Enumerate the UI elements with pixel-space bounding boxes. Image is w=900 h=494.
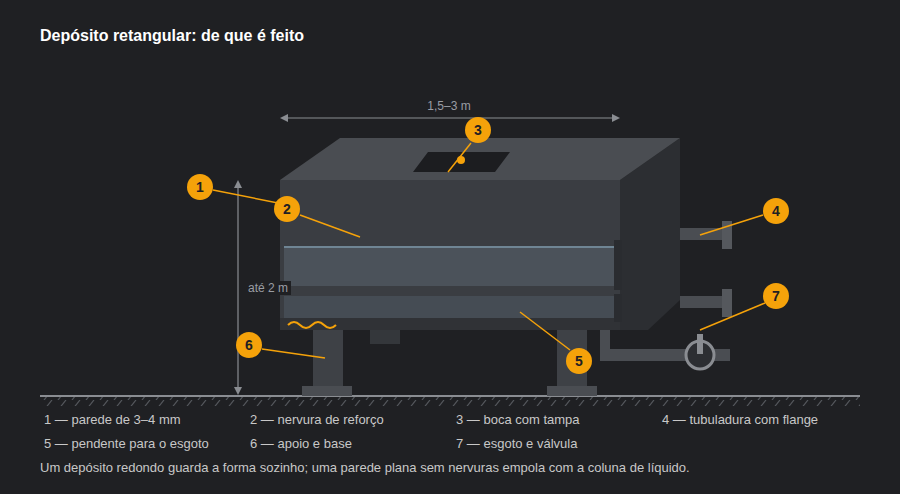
legend-line: 3 — boca com tampa — [456, 412, 580, 427]
callout-number: 4 — [763, 198, 789, 224]
callout-number: 3 — [465, 117, 491, 143]
caption: Um depósito redondo guarda a forma sozin… — [40, 460, 690, 475]
legend-line: 1 — parede de 3–4 mm — [44, 412, 181, 427]
callout-number: 1 — [187, 174, 213, 200]
title: Depósito retangular: de que é feito — [40, 27, 304, 45]
legend-line: 4 — tubuladura com flange — [662, 412, 818, 427]
dimension-label: 1,5–3 m — [424, 99, 473, 113]
legend-line: 7 — esgoto e válvula — [456, 436, 577, 451]
callout-number: 2 — [274, 196, 300, 222]
dimension-label: até 2 m — [245, 281, 291, 295]
callout-number: 7 — [763, 283, 789, 309]
callout-number: 5 — [566, 348, 592, 374]
callout-number: 6 — [236, 332, 262, 358]
legend-line: 5 — pendente para o esgoto — [44, 436, 209, 451]
legend-line: 6 — apoio e base — [250, 436, 352, 451]
legend-line: 2 — nervura de reforço — [250, 412, 384, 427]
